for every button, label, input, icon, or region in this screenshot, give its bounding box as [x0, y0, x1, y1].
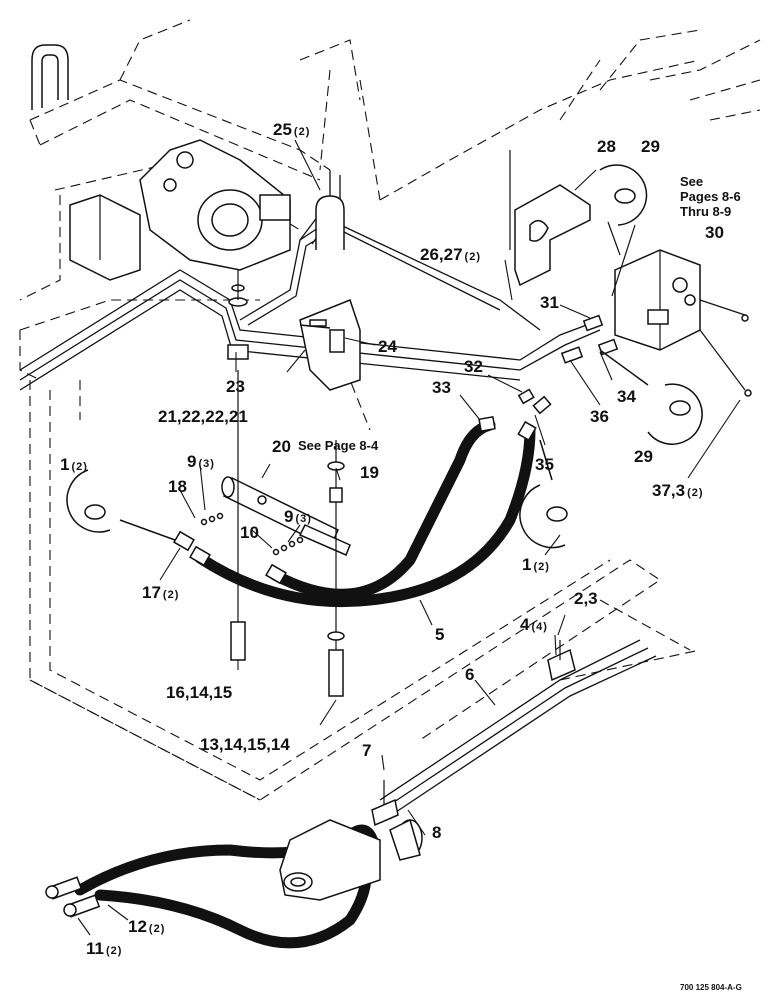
hydraulic-hoses: [74, 419, 536, 949]
tube-clamp-23: [227, 270, 249, 360]
callout-25: 25: [273, 120, 292, 139]
note-thru: Thru 8-9: [680, 204, 731, 219]
valve-guard-28: [509, 150, 591, 287]
callout-37-3-qty: (2): [687, 487, 703, 499]
callout-34: 34: [617, 387, 636, 406]
mounting-bolts: [230, 370, 345, 697]
o-ring-detail-29-bottom: [599, 349, 703, 445]
valve-fittings: [517, 314, 619, 415]
callout-10: 10: [240, 523, 259, 542]
callout-26-27-qty: (2): [465, 251, 481, 263]
svg-text:37,3(2): 37,3(2): [652, 481, 704, 500]
callout-20: 20: [272, 437, 291, 456]
hardware-seals: [200, 512, 304, 556]
svg-text:9(3): 9(3): [187, 452, 215, 471]
note-pages: Pages 8-6: [680, 189, 741, 204]
callout-25-qty: (2): [294, 126, 310, 138]
svg-text:12(2): 12(2): [128, 917, 165, 936]
svg-text:17(2): 17(2): [142, 583, 179, 602]
u-bolt-bracket: [31, 44, 69, 110]
callout-6: 6: [465, 665, 474, 684]
callout-17: 17: [142, 583, 161, 602]
svg-text:9(3): 9(3): [284, 507, 312, 526]
callout-2-3: 2,3: [574, 589, 598, 608]
o-ring-detail-29-top: [599, 164, 648, 297]
callout-32: 32: [464, 357, 483, 376]
callout-12: 12: [128, 917, 147, 936]
o-ring-detail-1-right: [519, 439, 568, 549]
callout-11-qty: (2): [106, 945, 122, 957]
callout-16-14-15: 16,14,15: [166, 683, 232, 702]
note-see: See: [680, 174, 703, 189]
callout-23: 23: [226, 377, 245, 396]
svg-text:1(2): 1(2): [522, 555, 550, 574]
callout-4-qty: (4): [531, 621, 547, 633]
callout-labels: 25(2) 28 29 See Pages 8-6 Thru 8-9 30 26…: [60, 120, 741, 958]
hose-fittings: [45, 416, 537, 918]
svg-text:26,27(2): 26,27(2): [420, 245, 481, 264]
tube-clip-25: [315, 195, 345, 250]
callout-19: 19: [360, 463, 379, 482]
callout-37-3: 37,3: [652, 481, 685, 500]
callout-1-right: 1: [522, 555, 531, 574]
callout-12-qty: (2): [149, 923, 165, 935]
callout-30: 30: [705, 223, 724, 242]
callout-4: 4: [520, 615, 530, 634]
control-valve-30: [614, 249, 752, 397]
svg-text:4(4): 4(4): [520, 615, 548, 634]
callout-5: 5: [435, 625, 444, 644]
mounting-outline: [29, 380, 701, 801]
callout-9-top: 9: [187, 452, 196, 471]
callout-17-qty: (2): [163, 589, 179, 601]
callout-29-top: 29: [641, 137, 660, 156]
callout-7: 7: [362, 741, 371, 760]
callout-1-left-qty: (2): [71, 461, 87, 473]
callout-31: 31: [540, 293, 559, 312]
gearbox-housing: [139, 139, 291, 271]
callout-29-bottom: 29: [634, 447, 653, 466]
svg-text:1(2): 1(2): [60, 455, 88, 474]
callout-28: 28: [597, 137, 616, 156]
callout-24: 24: [378, 337, 397, 356]
svg-text:25(2): 25(2): [273, 120, 310, 139]
lower-mount-bracket: [279, 640, 576, 901]
callout-9-bottom: 9: [284, 507, 293, 526]
callout-26-27: 26,27: [420, 245, 463, 264]
frame-block-left: [69, 194, 141, 281]
callout-36: 36: [590, 407, 609, 426]
o-ring-detail-1-left: [66, 469, 176, 541]
callout-9-bottom-qty: (3): [295, 513, 311, 525]
note-see-page-8-4: See Page 8-4: [298, 438, 379, 453]
callout-8: 8: [432, 823, 441, 842]
hydraulic-cylinder-20: [221, 476, 351, 556]
callout-21-22: 21,22,22,21: [158, 407, 248, 426]
callout-1-right-qty: (2): [533, 561, 549, 573]
callout-18: 18: [168, 477, 187, 496]
document-id: 700 125 804-A-G: [680, 983, 742, 992]
callout-9-top-qty: (3): [198, 458, 214, 470]
callout-leaders: [77, 139, 741, 936]
callout-33: 33: [432, 378, 451, 397]
callout-35: 35: [535, 455, 554, 474]
callout-1-left: 1: [60, 455, 69, 474]
tube-support-bracket: [299, 299, 361, 391]
callout-11: 11: [86, 939, 104, 958]
svg-text:11(2): 11(2): [86, 939, 122, 958]
callout-13-14-15-14: 13,14,15,14: [200, 735, 290, 754]
